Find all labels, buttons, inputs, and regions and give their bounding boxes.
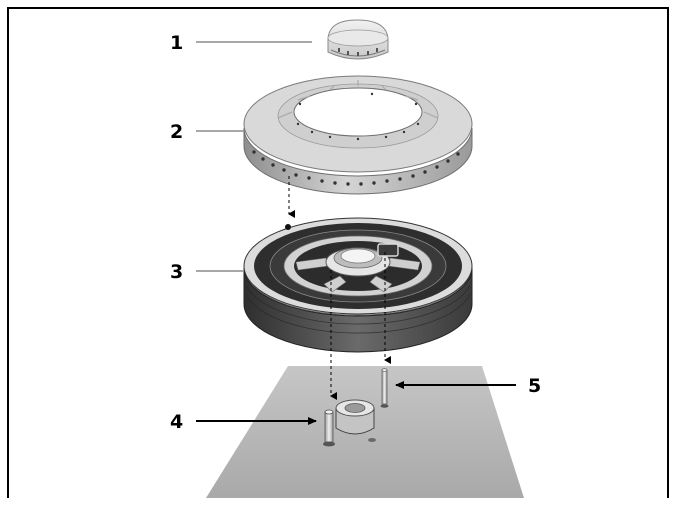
leader-lines <box>196 41 312 272</box>
alignment-guides <box>288 176 391 400</box>
electrode-pin <box>323 409 335 447</box>
callout-5: 5 <box>528 375 541 397</box>
igniter-pin <box>380 368 389 408</box>
callout-3: 3 <box>170 261 183 283</box>
igniter-housing <box>335 399 376 442</box>
burner-ring <box>243 75 473 195</box>
burner-cap <box>327 19 389 60</box>
callout-4: 4 <box>170 411 183 433</box>
callout-1: 1 <box>170 32 183 54</box>
ring-flame-ports <box>252 92 460 186</box>
burner-base <box>243 217 473 353</box>
frame-border <box>7 7 669 498</box>
callout-2: 2 <box>170 121 183 143</box>
